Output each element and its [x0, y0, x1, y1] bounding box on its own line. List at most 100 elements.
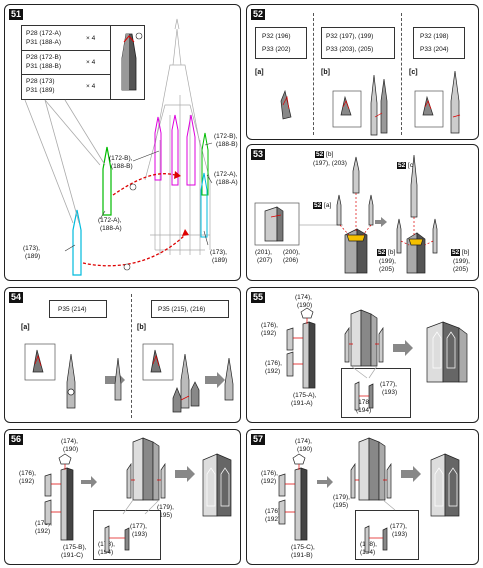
reference-label: 52 [b]	[451, 249, 469, 257]
part-label: (176),	[265, 508, 282, 515]
part-label: (192)	[265, 516, 281, 523]
step-ref: 52	[397, 162, 407, 169]
part-label: (189)	[25, 253, 41, 260]
step-ref: 52	[313, 202, 323, 209]
quantity: × 4	[86, 59, 96, 66]
tower-section-assembly-illustration	[278, 437, 460, 553]
tower-top-assembly-illustration	[254, 154, 438, 274]
step-52-panel: 52 P32 (196) P33 (202) P32 (197), (199) …	[246, 4, 479, 140]
part-label: (176),	[265, 360, 282, 367]
part-label: (175-A),	[293, 392, 317, 399]
part-label: (192)	[261, 478, 277, 485]
spire-part-illustration	[121, 32, 143, 91]
part-label: (194)	[360, 549, 376, 556]
step-number: 57	[251, 434, 266, 445]
reference-label: 52 [c]	[397, 162, 415, 170]
part-label: (199),	[453, 258, 470, 265]
part-label: (191-C)	[61, 552, 84, 559]
part-ref: P33 (202)	[262, 46, 291, 53]
spire-tip-assembly-illustration	[280, 70, 461, 136]
step-number: 52	[251, 9, 266, 20]
part-label: (205)	[453, 266, 469, 273]
step-54-panel: 54 P35 (214) P35 (215), (216) [a] [b]	[4, 287, 241, 423]
part-label: (179),	[157, 504, 174, 511]
part-label: (193)	[392, 531, 408, 538]
step-56-panel: 56 (174), (190) (176), (192) (176), (192…	[4, 429, 241, 565]
reference-label: 52 [b]	[377, 249, 395, 257]
part-ref: P35 (215), (216)	[158, 306, 206, 313]
step-53-panel: 53 52 [b] (197), (203) 52 [a] 52 [c] 52 …	[246, 144, 479, 281]
part-ref: P32 (197), (199)	[326, 33, 374, 40]
part-label: (191-A)	[291, 400, 313, 407]
part-label: (177),	[380, 381, 397, 388]
part-label: (176),	[19, 470, 36, 477]
quantity: × 4	[86, 83, 96, 90]
part-ref: P32 (196)	[262, 33, 291, 40]
step-number: 56	[9, 434, 24, 445]
part-ref: P31 (188-A)	[26, 39, 62, 46]
part-ref: P32 (198)	[420, 33, 449, 40]
reference-label: 52 [b]	[315, 151, 333, 159]
part-label: (193)	[132, 531, 148, 538]
part-label: (172-A),	[214, 171, 238, 178]
step-ref: 52	[451, 249, 461, 256]
part-label: (192)	[35, 528, 51, 535]
variant-tag: [a]	[324, 202, 332, 209]
step-number: 53	[251, 149, 266, 160]
part-label: (174),	[295, 294, 312, 301]
part-label: (172-B),	[214, 133, 238, 140]
step-ref: 52	[315, 151, 325, 158]
small-spire-assembly-illustration	[24, 343, 234, 413]
part-label: (192)	[261, 330, 277, 337]
variant-tag: [b]	[462, 249, 470, 256]
part-ref: P28 (172-B)	[26, 54, 62, 61]
variant-tag: [b]	[321, 69, 330, 76]
cathedral-illustration	[24, 18, 213, 276]
part-ref: P31 (189)	[26, 87, 55, 94]
part-label: (176),	[261, 322, 278, 329]
part-label: (189)	[212, 257, 228, 264]
part-label: (188-B)	[111, 163, 133, 170]
tower-section-assembly-illustration	[44, 437, 232, 553]
reference-label: 52 [a]	[313, 202, 331, 210]
quantity: × 4	[86, 35, 96, 42]
step-57-panel: 57 (174), (190) (176), (192) (176), (192…	[246, 429, 479, 565]
variant-tag: [a]	[21, 324, 30, 331]
part-ref: P31 (188-B)	[26, 63, 62, 70]
part-label: (195)	[333, 502, 349, 509]
part-ref: P28 (172-A)	[26, 30, 62, 37]
variant-tag: [b]	[388, 249, 396, 256]
parts-box: P35 (214)	[49, 300, 107, 318]
variant-tag: [c]	[409, 69, 418, 76]
part-label: (201),	[255, 249, 272, 256]
part-label: (206)	[283, 257, 299, 264]
part-label: (173),	[210, 249, 227, 256]
parts-box: P35 (215), (216)	[151, 300, 229, 318]
part-label: (188-A)	[216, 179, 238, 186]
part-label: (174),	[61, 438, 78, 445]
parts-box: P32 (197), (199) P33 (203), (205)	[321, 27, 395, 59]
part-ref: P35 (214)	[58, 306, 87, 313]
part-ref: P33 (204)	[420, 46, 449, 53]
part-label: (175-B),	[63, 544, 87, 551]
part-label: (192)	[19, 478, 35, 485]
part-label: (175-C),	[291, 544, 315, 551]
part-label: (172-B),	[109, 155, 133, 162]
part-label: (194)	[356, 407, 372, 414]
part-label: (188-B)	[216, 141, 238, 148]
part-label: (176),	[35, 520, 52, 527]
part-label: (190)	[63, 446, 79, 453]
part-label: (179),	[333, 494, 350, 501]
parts-table: P28 (172-A) P31 (188-A) × 4 P28 (172-B) …	[21, 25, 145, 100]
part-label: (188-A)	[100, 225, 122, 232]
step-number: 54	[9, 292, 24, 303]
variant-tag: [a]	[255, 69, 264, 76]
variant-tag: [b]	[326, 151, 334, 158]
part-label: (194)	[98, 549, 114, 556]
part-label: (190)	[297, 302, 313, 309]
part-label: (207)	[257, 257, 273, 264]
part-label: (195)	[157, 512, 173, 519]
detail-inset: (177), (193) (178), (194)	[341, 368, 411, 418]
part-label: (197), (203)	[313, 160, 347, 167]
part-label: (190)	[297, 446, 313, 453]
